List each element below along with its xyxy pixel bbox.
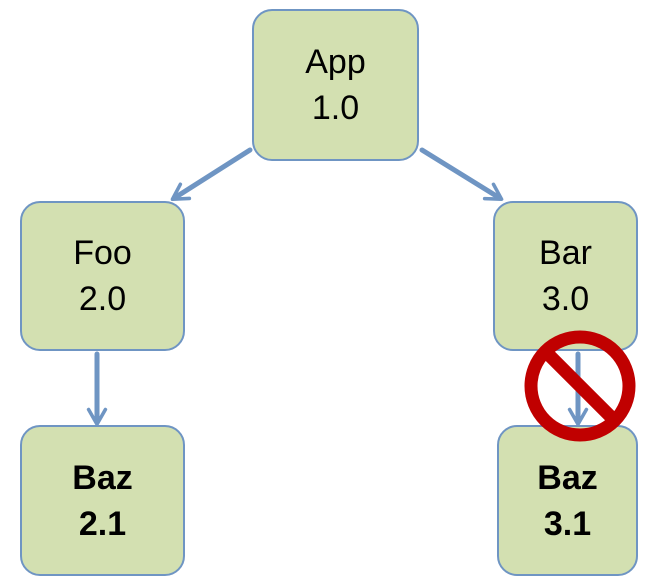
node-bar-name: Bar: [539, 234, 592, 272]
node-baz-2-1-version: 2.1: [78, 504, 127, 543]
node-baz-3-1: Baz 3.1: [497, 425, 638, 576]
node-foo-version: 2.0: [78, 280, 127, 318]
node-app: App 1.0: [252, 9, 419, 161]
node-app-version: 1.0: [311, 89, 360, 127]
node-bar-version: 3.0: [541, 280, 590, 318]
node-app-name: App: [305, 43, 366, 81]
node-baz-3-1-name: Baz: [537, 458, 598, 497]
arrow-app-to-bar: [419, 147, 504, 201]
node-foo: Foo 2.0: [20, 201, 185, 351]
node-bar: Bar 3.0: [493, 201, 638, 351]
arrow-app-to-foo: [170, 147, 253, 202]
node-foo-name: Foo: [73, 234, 132, 272]
node-baz-2-1-name: Baz: [72, 458, 133, 497]
node-baz-3-1-version: 3.1: [543, 504, 592, 543]
node-baz-2-1: Baz 2.1: [20, 425, 185, 576]
